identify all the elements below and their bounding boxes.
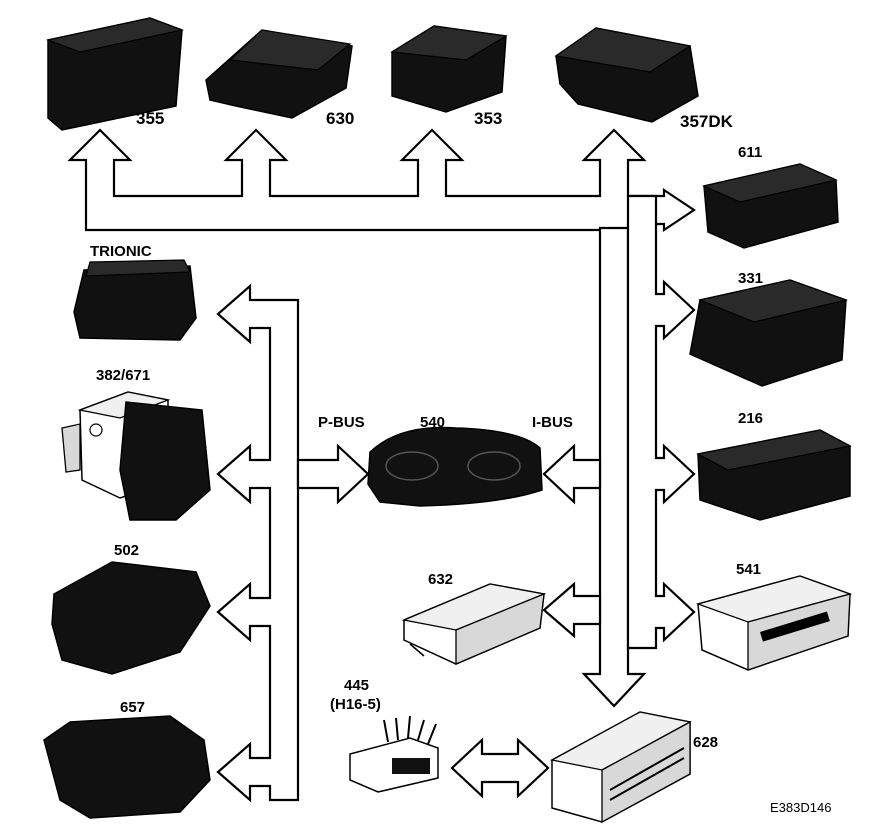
label-331: 331 <box>738 270 763 287</box>
label-445: 445 <box>344 677 369 694</box>
label-541: 541 <box>736 561 761 578</box>
label-trionic: TRIONIC <box>90 243 152 260</box>
module-632 <box>401 583 547 665</box>
label-445-sub: (H16-5) <box>330 696 381 713</box>
label-355: 355 <box>136 109 164 128</box>
module-216 <box>696 429 852 521</box>
module-611 <box>702 163 839 249</box>
label-216: 216 <box>738 410 763 427</box>
module-657 <box>43 715 211 819</box>
label-i-bus: I-BUS <box>532 414 573 431</box>
module-445-connector <box>349 715 439 793</box>
module-357dk <box>554 27 699 123</box>
p-bus-trunk-arrow <box>216 283 300 803</box>
i-bus-to-540-arrow <box>542 443 602 505</box>
label-p-bus: P-BUS <box>318 414 365 431</box>
label-353: 353 <box>474 109 502 128</box>
module-353 <box>390 25 508 113</box>
label-357dk: 357DK <box>680 112 734 131</box>
label-630: 630 <box>326 109 354 128</box>
p-bus-to-540-arrow <box>296 443 370 505</box>
module-355 <box>45 17 185 131</box>
top-bus-arrow <box>67 128 696 233</box>
module-540 <box>367 426 543 507</box>
bus-arrows <box>67 128 696 803</box>
module-628 <box>550 711 692 824</box>
module-331 <box>689 279 849 387</box>
label-540: 540 <box>420 414 445 431</box>
i-bus-to-632-arrow <box>542 581 602 639</box>
module-541 <box>695 575 853 671</box>
label-657: 657 <box>120 699 145 716</box>
right-bus-trunk-arrow <box>626 194 696 650</box>
module-502 <box>51 561 211 675</box>
label-611: 611 <box>738 144 762 161</box>
module-382-671 <box>61 391 211 521</box>
label-632: 632 <box>428 571 453 588</box>
label-502: 502 <box>114 542 139 559</box>
label-628: 628 <box>693 734 718 751</box>
445-628-double-arrow <box>450 737 550 799</box>
module-630 <box>205 29 353 119</box>
figure-reference: E383D146 <box>770 800 831 815</box>
module-trionic <box>73 259 197 341</box>
label-382-671: 382/671 <box>96 367 150 384</box>
